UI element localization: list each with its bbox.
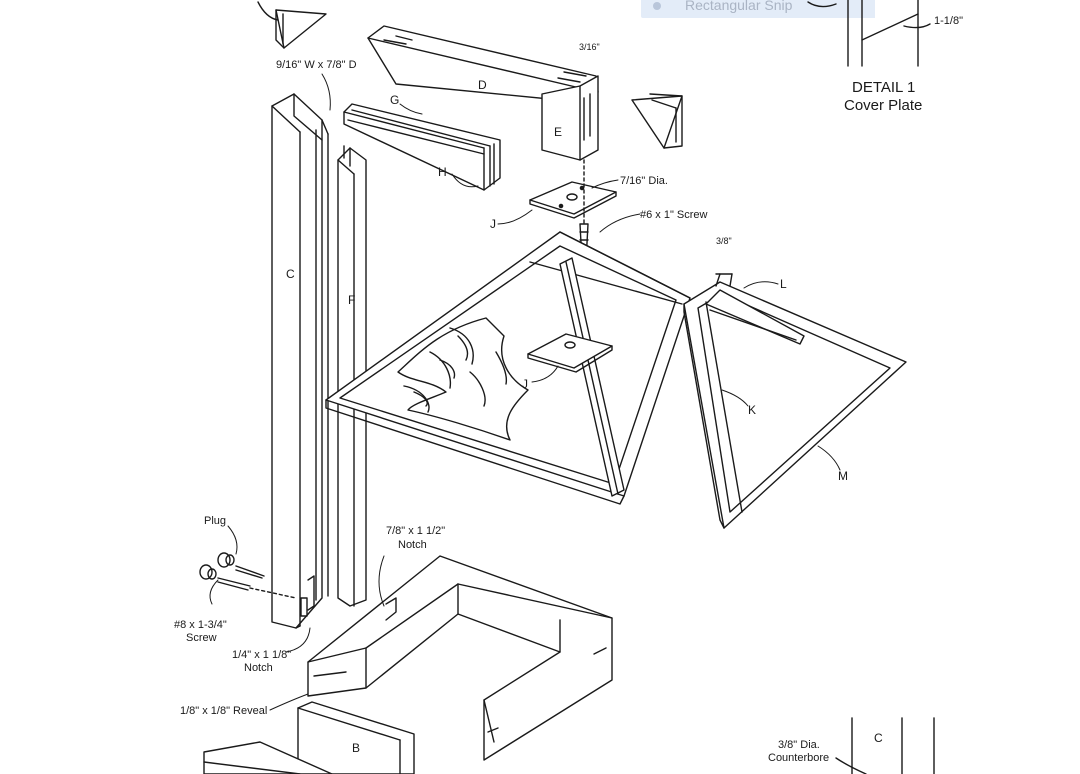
counterbore-sketch xyxy=(835,717,935,774)
notch-post-dimension: 1/4" x 1 1/8" xyxy=(232,649,291,661)
board-b xyxy=(297,701,415,774)
detail-dimension-label: 1-1/8" xyxy=(934,15,963,27)
notch-top-dimension: 7/8" x 1 1/2" xyxy=(386,525,445,537)
part-label-c-detail: C xyxy=(874,731,883,745)
detail-title: DETAIL 1 xyxy=(852,79,915,96)
snip-mode-label: Rectangular Snip xyxy=(685,0,793,13)
snip-mode-indicator[interactable]: Rectangular Snip xyxy=(641,0,875,18)
corner-bracket-top-left xyxy=(257,1,327,49)
notch-post-label: Notch xyxy=(244,662,273,674)
screw-and-plug-set xyxy=(199,552,297,599)
rail-g xyxy=(343,103,501,191)
screw-top-label: #6 x 1" Screw xyxy=(640,209,708,221)
shade-panel-right xyxy=(683,273,907,529)
part-label-m: M xyxy=(838,469,848,483)
notch-top-label: Notch xyxy=(398,539,427,551)
post-dimension-label: 9/16" W x 7/8" D xyxy=(276,59,357,71)
radio-dot-icon xyxy=(653,2,661,10)
screw-base-dimension: #8 x 1-3/4" xyxy=(174,619,227,631)
corner-bracket-right xyxy=(631,93,683,149)
counterbore-dimension: 3/8" Dia. xyxy=(778,739,820,751)
part-label-k: K xyxy=(748,403,756,417)
detail-subtitle: Cover Plate xyxy=(844,97,922,114)
block-e xyxy=(541,75,599,161)
part-label-d: D xyxy=(478,78,487,92)
hole-dimension-label: 7/16" Dia. xyxy=(620,175,668,187)
board-lower xyxy=(203,741,333,774)
screw-base-label: Screw xyxy=(186,632,217,644)
part-label-f: F xyxy=(348,293,355,307)
cover-plate-j-mounted xyxy=(527,333,613,373)
slot-dimension-label: 3/16" xyxy=(579,42,600,52)
post-c xyxy=(271,93,329,629)
part-label-b: B xyxy=(352,741,360,755)
leader-lines xyxy=(209,73,841,711)
part-label-j-mounted: J xyxy=(522,377,528,391)
part-label-c: C xyxy=(286,267,295,281)
part-label-j: J xyxy=(490,217,496,231)
base-frame xyxy=(307,555,613,761)
part-label-l: L xyxy=(780,277,787,291)
part-label-h: H xyxy=(438,165,447,179)
part-label-e: E xyxy=(554,125,562,139)
counterbore-label: Counterbore xyxy=(768,752,829,764)
reveal-label: 1/8" x 1/8" Reveal xyxy=(180,705,267,717)
part-label-g: G xyxy=(390,93,399,107)
detail-1-sketch xyxy=(807,0,931,67)
plug-label: Plug xyxy=(204,515,226,527)
shade-panel-left xyxy=(325,231,691,505)
l-width-label: 3/8" xyxy=(716,236,732,246)
